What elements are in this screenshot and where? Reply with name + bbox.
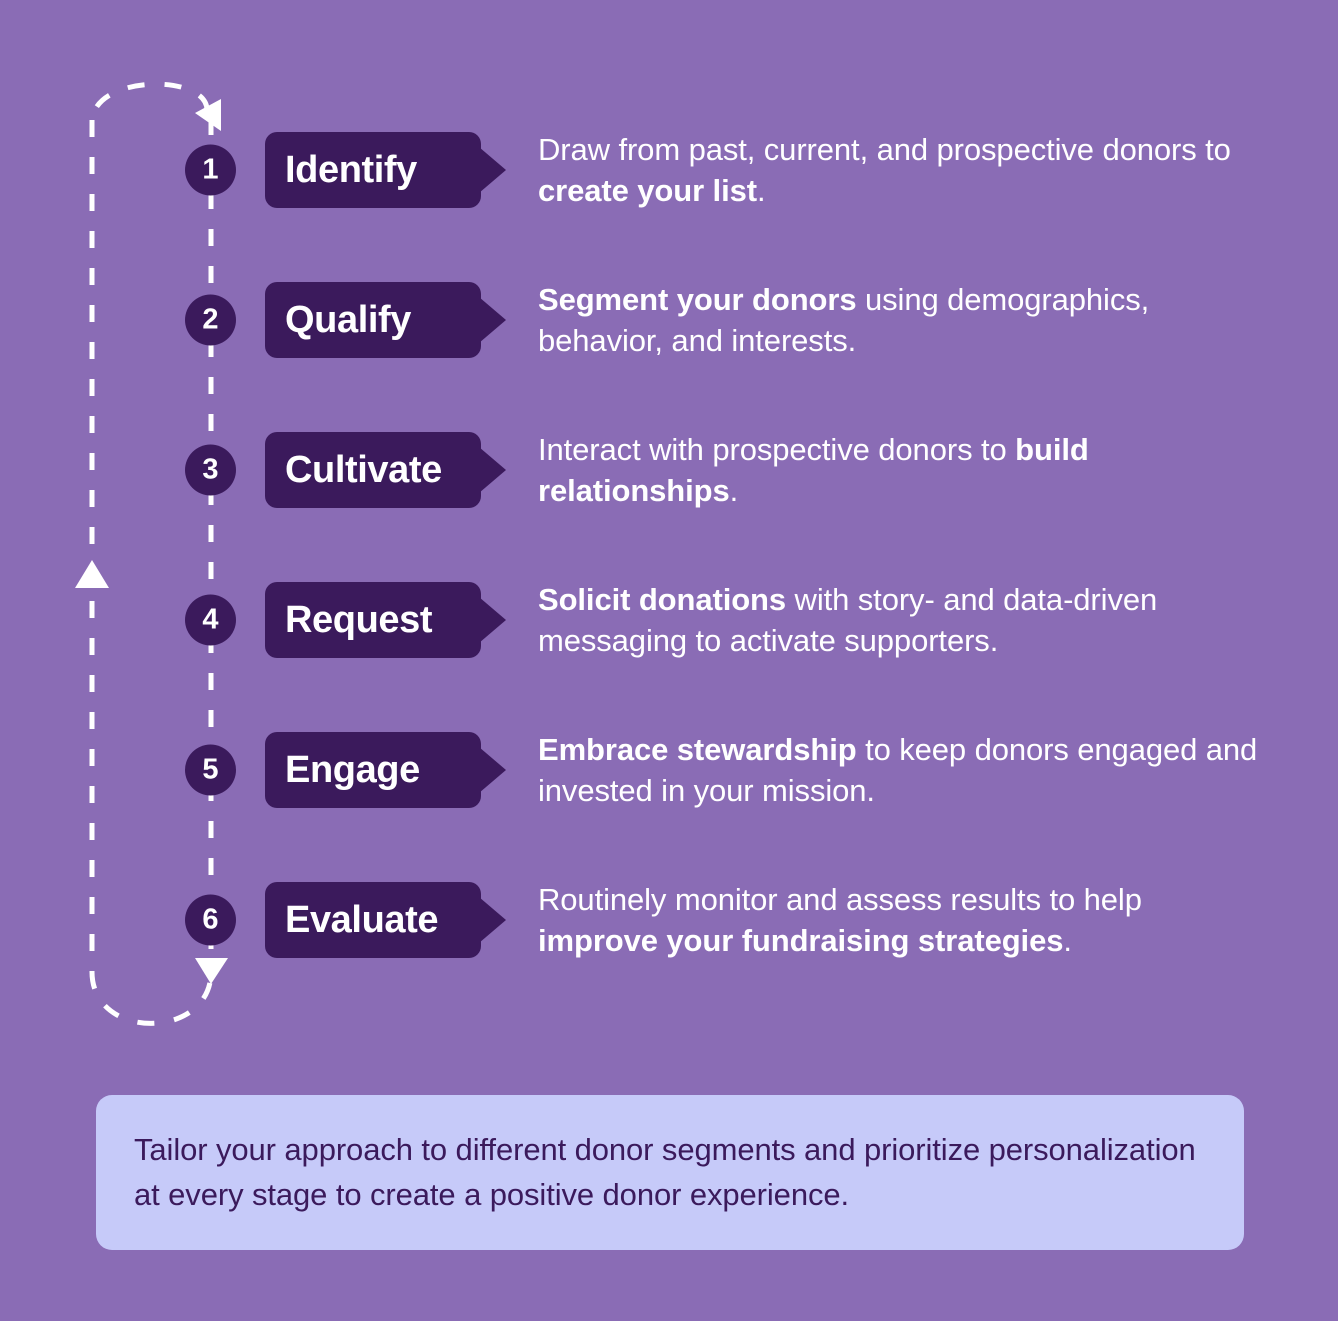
step-pill-pointer-6 [479, 897, 506, 943]
step-description-4: Solicit donations with story- and data-d… [538, 581, 1158, 658]
step-description-3: Interact with prospective donors to buil… [538, 431, 1089, 508]
step-number-5: 5 [202, 753, 219, 786]
step-description-5: Embrace stewardship to keep donors engag… [538, 731, 1258, 808]
step-pill-pointer-5 [479, 747, 506, 793]
step-pill-wrapper-6[interactable]: Evaluate [265, 882, 506, 958]
step-label-pill-2[interactable]: Qualify [265, 282, 481, 358]
step-description-1: Draw from past, current, and prospective… [538, 131, 1231, 208]
step-label-3: Cultivate [285, 448, 442, 491]
step-label-pill-1[interactable]: Identify [265, 132, 481, 208]
step-row-1[interactable]: 1 Identify Draw from past, current, and … [0, 120, 1338, 220]
step-label-pill-6[interactable]: Evaluate [265, 882, 481, 958]
step-label-pill-3[interactable]: Cultivate [265, 432, 481, 508]
step-pill-pointer-4 [479, 597, 506, 643]
step-pill-wrapper-3[interactable]: Cultivate [265, 432, 506, 508]
step-pill-wrapper-1[interactable]: Identify [265, 132, 506, 208]
step-row-5[interactable]: 5 Engage Embrace stewardship to keep don… [0, 720, 1338, 820]
step-label-pill-4[interactable]: Request [265, 582, 481, 658]
step-pill-pointer-2 [479, 297, 506, 343]
step-number-badge-4: 4 [185, 594, 236, 646]
step-description-6: Routinely monitor and assess results to … [538, 881, 1142, 958]
step-label-2: Qualify [285, 298, 412, 341]
step-pill-pointer-3 [479, 447, 506, 493]
step-number-badge-1: 1 [185, 144, 236, 196]
step-label-6: Evaluate [285, 898, 439, 941]
step-row-4[interactable]: 4 Request Solicit donations with story- … [0, 570, 1338, 670]
tip-callout-box: Tailor your approach to different donor … [96, 1095, 1244, 1250]
step-number-badge-5: 5 [185, 744, 236, 796]
loop-path-top-arc [89, 81, 210, 121]
step-row-2[interactable]: 2 Qualify Segment your donors using demo… [0, 270, 1338, 370]
step-number-2: 2 [202, 303, 219, 336]
step-number-badge-3: 3 [185, 444, 236, 496]
step-description-2: Segment your donors using demographics, … [538, 281, 1150, 358]
step-pill-wrapper-5[interactable]: Engage [265, 732, 506, 808]
step-label-pill-5[interactable]: Engage [265, 732, 481, 808]
step-label-5: Engage [285, 748, 420, 791]
step-number-1: 1 [202, 153, 219, 186]
step-number-badge-6: 6 [185, 894, 236, 946]
step-number-3: 3 [202, 453, 219, 486]
tip-callout-text: Tailor your approach to different donor … [134, 1132, 1196, 1212]
step-number-badge-2: 2 [185, 294, 236, 346]
step-pill-wrapper-2[interactable]: Qualify [265, 282, 506, 358]
step-row-6[interactable]: 6 Evaluate Routinely monitor and assess … [0, 870, 1338, 970]
step-row-3[interactable]: 3 Cultivate Interact with prospective do… [0, 420, 1338, 520]
step-label-1: Identify [285, 148, 417, 191]
step-pill-pointer-1 [479, 147, 506, 193]
loop-path-bottom-arc [89, 971, 214, 1026]
step-label-4: Request [285, 598, 433, 641]
step-number-6: 6 [202, 903, 219, 936]
step-pill-wrapper-4[interactable]: Request [265, 582, 506, 658]
step-number-4: 4 [202, 603, 219, 636]
